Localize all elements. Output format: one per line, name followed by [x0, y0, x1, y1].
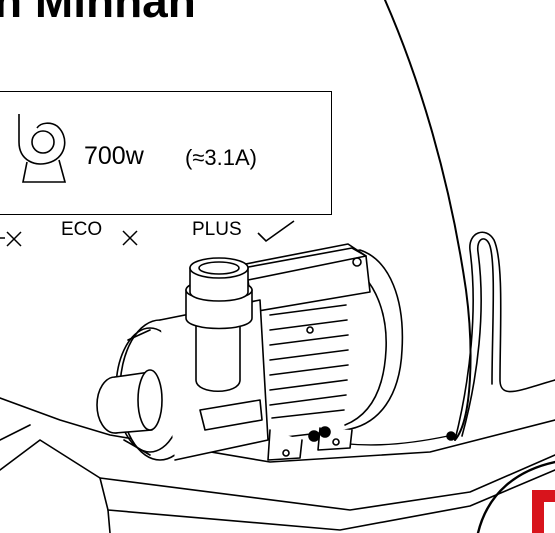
eco-mode-label: ECO: [61, 219, 103, 240]
brand-logo: [476, 460, 555, 533]
power-rating: 700w: [84, 142, 144, 170]
base-platform: [0, 397, 555, 533]
spec-box: 700w (≈3.1A): [0, 91, 332, 215]
plus-mode-label: PLUS: [192, 219, 242, 240]
page-title: n Minhan: [0, 0, 196, 27]
check-mark-icon: [257, 220, 295, 243]
discharge-outlet: [185, 257, 253, 392]
suction-inlet: [96, 369, 163, 434]
dash-icon: [0, 237, 5, 239]
cross-mark-icon: [122, 230, 138, 246]
enclosure-curve: [384, 0, 472, 441]
terminal-box: [224, 243, 371, 334]
pump-icon: [18, 114, 67, 183]
cable-tube: [454, 231, 555, 441]
current-rating: (≈3.1A): [185, 145, 257, 170]
cross-mark-icon: [6, 231, 22, 247]
cable-clip: [446, 431, 456, 441]
